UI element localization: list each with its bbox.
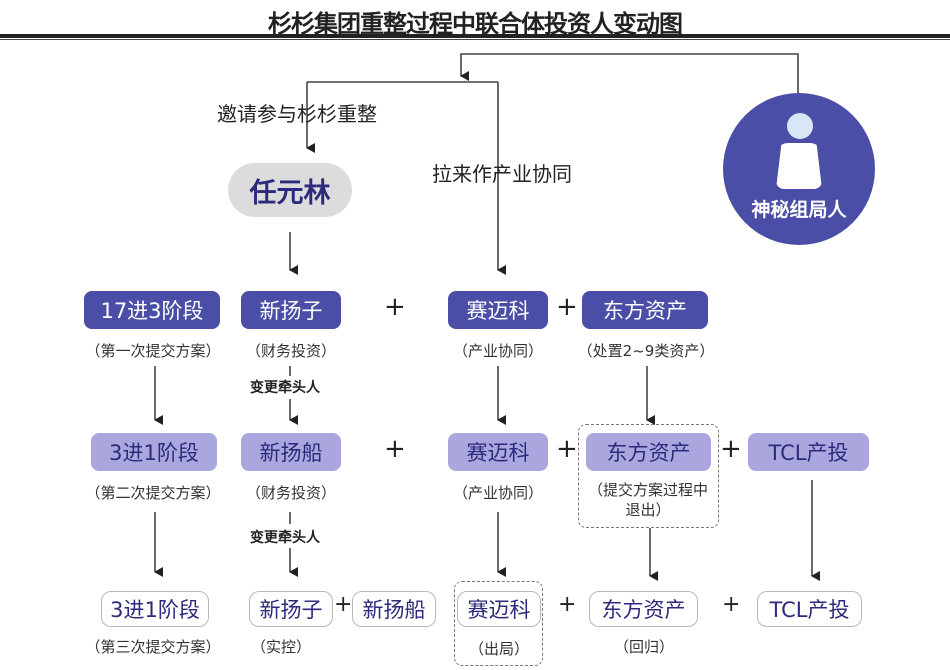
stage3-box: 3进1阶段 — [101, 591, 209, 627]
invite-label: 邀请参与杉杉重整 — [217, 102, 377, 126]
investor-dongfang-r3-note: （回归） — [613, 638, 674, 656]
organizer-label: 神秘组局人 — [751, 199, 847, 221]
investor-dongfang-r2-note: （提交方案过程中退出） — [587, 481, 708, 519]
plus-sign: + — [558, 592, 577, 617]
investor-dongfang-r3: 东方资产 — [589, 591, 698, 627]
investor-saimaike-r1: 赛迈科 — [448, 291, 548, 329]
investor-saimaike-r3: 赛迈科 — [457, 591, 541, 627]
stage2-note: （第二次提交方案） — [85, 484, 221, 502]
plus-sign: + — [384, 434, 406, 464]
investor-saimaike-r1-note: （产业协同） — [452, 342, 543, 360]
saimaike-exit-highlight — [454, 581, 543, 666]
person-body-icon — [776, 143, 822, 189]
investor-saimaike-r2-note: （产业协同） — [452, 484, 543, 502]
plus-sign: + — [556, 434, 578, 464]
organizer-circle: 神秘组局人 — [723, 93, 875, 245]
title-rule — [0, 34, 950, 38]
change-lead-label-2: 变更牵头人 — [248, 527, 322, 547]
investor-xinyangchuan-r2-note: （财务投资） — [245, 484, 336, 502]
investor-tcl-r2: TCL产投 — [748, 433, 869, 471]
investor-dongfang-r1-note: （处置2~9类资产） — [577, 342, 715, 360]
investor-dongfang-r2: 东方资产 — [586, 433, 711, 471]
investor-saimaike-r3-note: （出局） — [468, 640, 529, 658]
change-lead-label-1: 变更牵头人 — [248, 377, 322, 397]
stage2-box: 3进1阶段 — [91, 433, 217, 471]
stage1-box: 17进3阶段 — [84, 291, 220, 329]
plus-sign: + — [334, 592, 353, 617]
investor-xinyangzi-r1-note: （财务投资） — [245, 342, 336, 360]
investor-saimaike-r2: 赛迈科 — [448, 433, 548, 471]
person-icon — [787, 113, 813, 139]
dongfang-exit-highlight — [578, 424, 719, 528]
investor-xinyangzi-r3: 新扬子 — [249, 591, 333, 627]
stage3-note: （第三次提交方案） — [85, 638, 221, 656]
plus-sign: + — [720, 434, 742, 464]
investor-dongfang-r1: 东方资产 — [582, 291, 708, 329]
stage1-note: （第一次提交方案） — [85, 342, 221, 360]
investor-xinyangzi-r3-note: （实控） — [250, 638, 311, 656]
investor-xinyangchuan-r3: 新扬船 — [352, 591, 436, 627]
plus-sign: + — [722, 592, 741, 617]
synergy-label: 拉来作产业协同 — [432, 162, 572, 186]
investor-xinyangzi-r1: 新扬子 — [241, 291, 341, 329]
connector-organizer-top — [460, 53, 799, 93]
page-title: 杉杉集团重整过程中联合体投资人变动图 — [268, 10, 683, 38]
plus-sign: + — [556, 292, 578, 322]
plus-sign: + — [384, 292, 406, 322]
investor-tcl-r3: TCL产投 — [757, 591, 862, 627]
person-ren-yuanlin: 任元林 — [228, 163, 352, 217]
investor-xinyangchuan-r2: 新扬船 — [241, 433, 341, 471]
title-rule-thin — [0, 39, 950, 40]
